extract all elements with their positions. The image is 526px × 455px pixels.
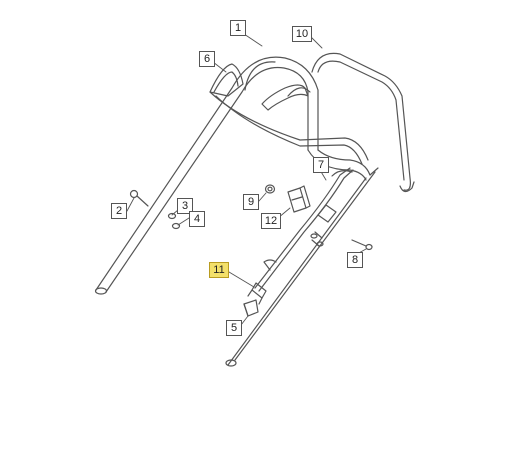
bail-lever-part [209,63,369,165]
leader-lines [126,33,367,326]
callout-9: 9 [243,194,259,210]
callout-4: 4 [189,211,205,227]
screw-part [129,189,149,207]
bracket-block-part [287,185,311,213]
nut-part [264,184,276,194]
cable-end-part [247,282,267,305]
callout-1: 1 [230,20,246,36]
callout-11-highlighted: 11 [209,262,229,278]
control-cable-part [254,167,354,292]
clip-part [243,299,259,317]
callout-7: 7 [313,157,329,173]
callout-10: 10 [292,26,312,42]
bail-bar-part [311,52,415,193]
bolt-part [351,239,373,251]
handle-crossbar [261,84,309,111]
callout-5: 5 [226,320,242,336]
callout-12: 12 [261,213,281,229]
callout-8: 8 [347,252,363,268]
callout-3: 3 [177,198,193,214]
callout-2: 2 [111,203,127,219]
callout-6: 6 [199,51,215,67]
washer-parts [167,212,181,230]
